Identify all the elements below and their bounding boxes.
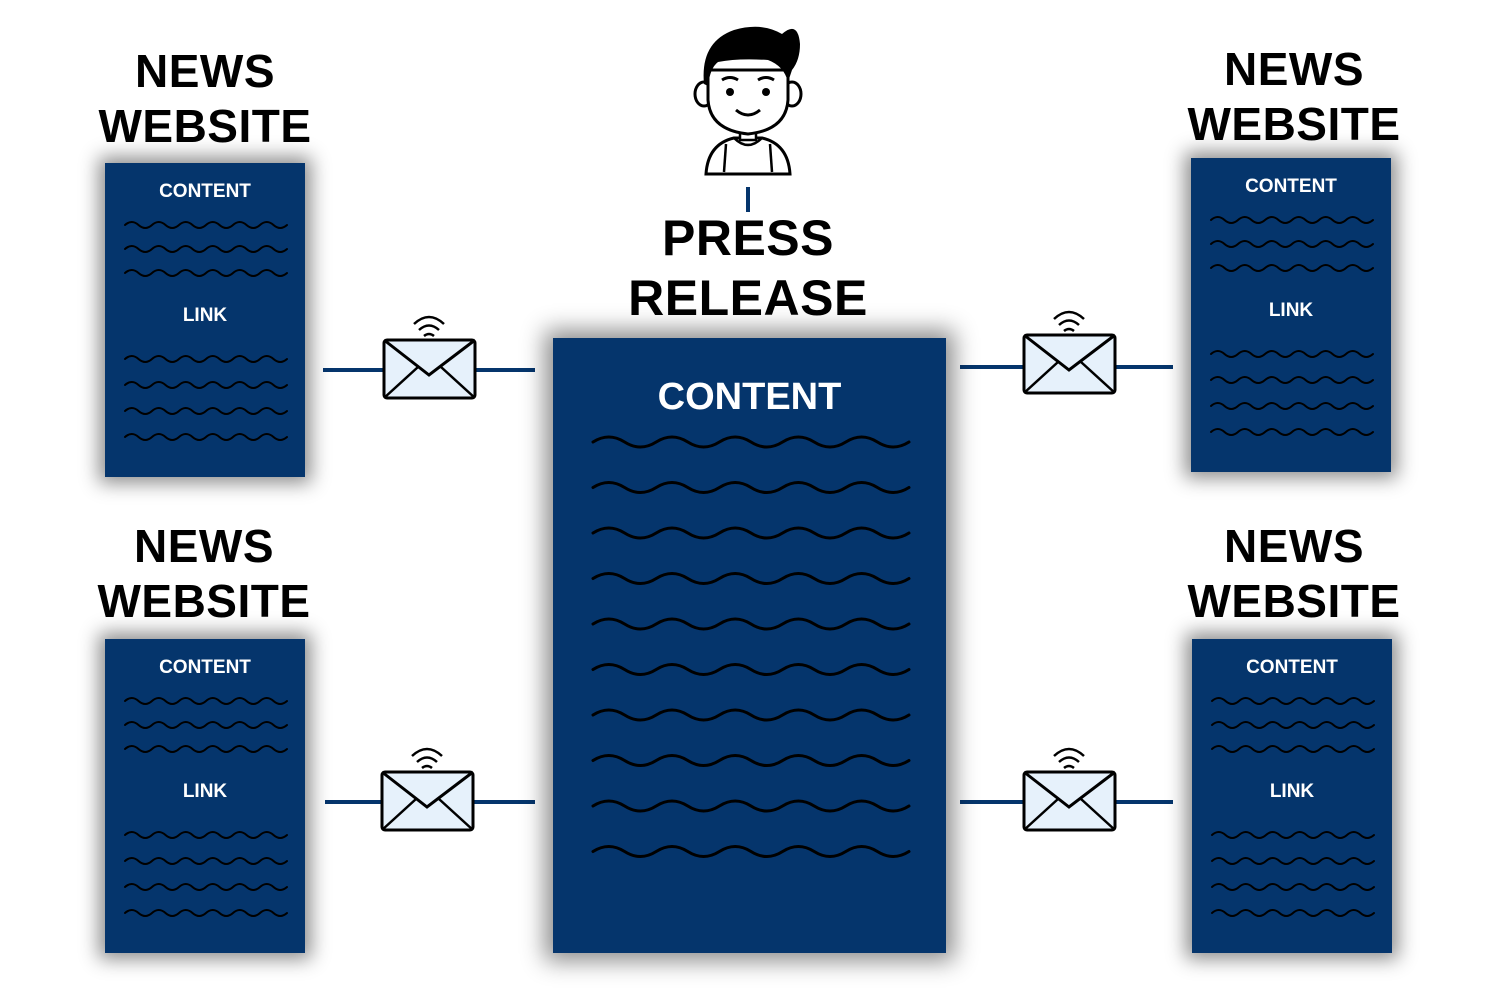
text-placeholder-line [591,754,911,767]
text-placeholder-line [1210,216,1374,224]
text-placeholder-line [124,697,288,705]
document-content-label: CONTENT [1246,657,1338,678]
envelope-wifi-icon [380,747,475,832]
text-placeholder-line [591,663,911,676]
text-placeholder-line [1210,264,1374,272]
site-heading-bottom-left: NEWS WEBSITE [54,519,354,629]
text-placeholder-line [591,526,911,540]
text-placeholder-line [124,407,288,415]
site-heading-line2: WEBSITE [1187,98,1401,151]
text-placeholder-line [1210,376,1374,384]
text-placeholder-line [1210,350,1374,358]
press-heading-line2: RELEASE [628,270,868,326]
document-link-label: LINK [1268,300,1314,321]
text-placeholder-line [124,433,288,441]
text-placeholder-line [1210,402,1374,410]
text-placeholder-line [124,909,288,917]
text-placeholder-line [591,845,911,858]
news-website-document: CONTENT LINK [1191,158,1391,472]
text-placeholder-line [124,857,288,865]
text-placeholder-line [591,708,911,722]
press-release-document: CONTENT [553,338,946,953]
text-placeholder-line [1210,428,1374,436]
press-heading-line1: PRESS [661,210,834,266]
text-placeholder-line [591,435,911,449]
press-release-heading: PRESS RELEASE [548,208,948,328]
text-placeholder-line [124,745,288,753]
document-content-label: CONTENT [159,657,251,678]
text-placeholder-waves [1211,697,1375,917]
document-content-label: CONTENT [1245,176,1337,197]
document-content-label: CONTENT [159,181,251,202]
text-placeholder-waves [1210,216,1374,436]
news-website-document: CONTENT LINK [1192,639,1392,953]
document-link-label: LINK [182,305,228,326]
news-website-document: CONTENT LINK [105,639,305,953]
text-placeholder-line [1211,745,1375,753]
text-placeholder-waves [591,435,911,858]
text-placeholder-line [1211,831,1375,839]
text-placeholder-line [1211,857,1375,865]
text-placeholder-line [124,355,288,363]
text-placeholder-line [1210,240,1374,248]
document-link-label: LINK [1269,781,1315,802]
envelope-wifi-icon [1022,747,1117,832]
site-heading-line2: WEBSITE [97,575,311,628]
text-placeholder-line [124,245,288,253]
text-placeholder-line [1211,909,1375,917]
person-avatar-icon [693,26,803,176]
site-heading-line1: NEWS [1224,43,1364,95]
site-heading-line1: NEWS [135,45,275,97]
site-heading-bottom-right: NEWS WEBSITE [1144,519,1444,629]
text-placeholder-waves [124,697,288,917]
text-placeholder-line [124,831,288,839]
site-heading-top-left: NEWS WEBSITE [55,44,355,154]
site-heading-line1: NEWS [1224,520,1364,572]
press-content-label: CONTENT [657,376,842,418]
text-placeholder-line [124,221,288,229]
text-placeholder-line [591,799,911,813]
text-placeholder-line [1211,721,1375,729]
text-placeholder-line [124,883,288,891]
text-placeholder-line [1211,883,1375,891]
document-link-label: LINK [182,781,228,802]
text-placeholder-line [124,269,288,277]
envelope-wifi-icon [382,315,477,400]
site-heading-line2: WEBSITE [1187,575,1401,628]
text-placeholder-line [591,481,911,494]
text-placeholder-line [124,381,288,389]
site-heading-line2: WEBSITE [98,100,312,153]
text-placeholder-waves [124,221,288,441]
text-placeholder-line [1211,697,1375,705]
text-placeholder-line [591,572,911,585]
envelope-wifi-icon [1022,310,1117,395]
text-placeholder-line [591,617,911,631]
site-heading-line1: NEWS [134,520,274,572]
news-website-document: CONTENT LINK [105,163,305,477]
site-heading-top-right: NEWS WEBSITE [1144,42,1444,152]
text-placeholder-line [124,721,288,729]
